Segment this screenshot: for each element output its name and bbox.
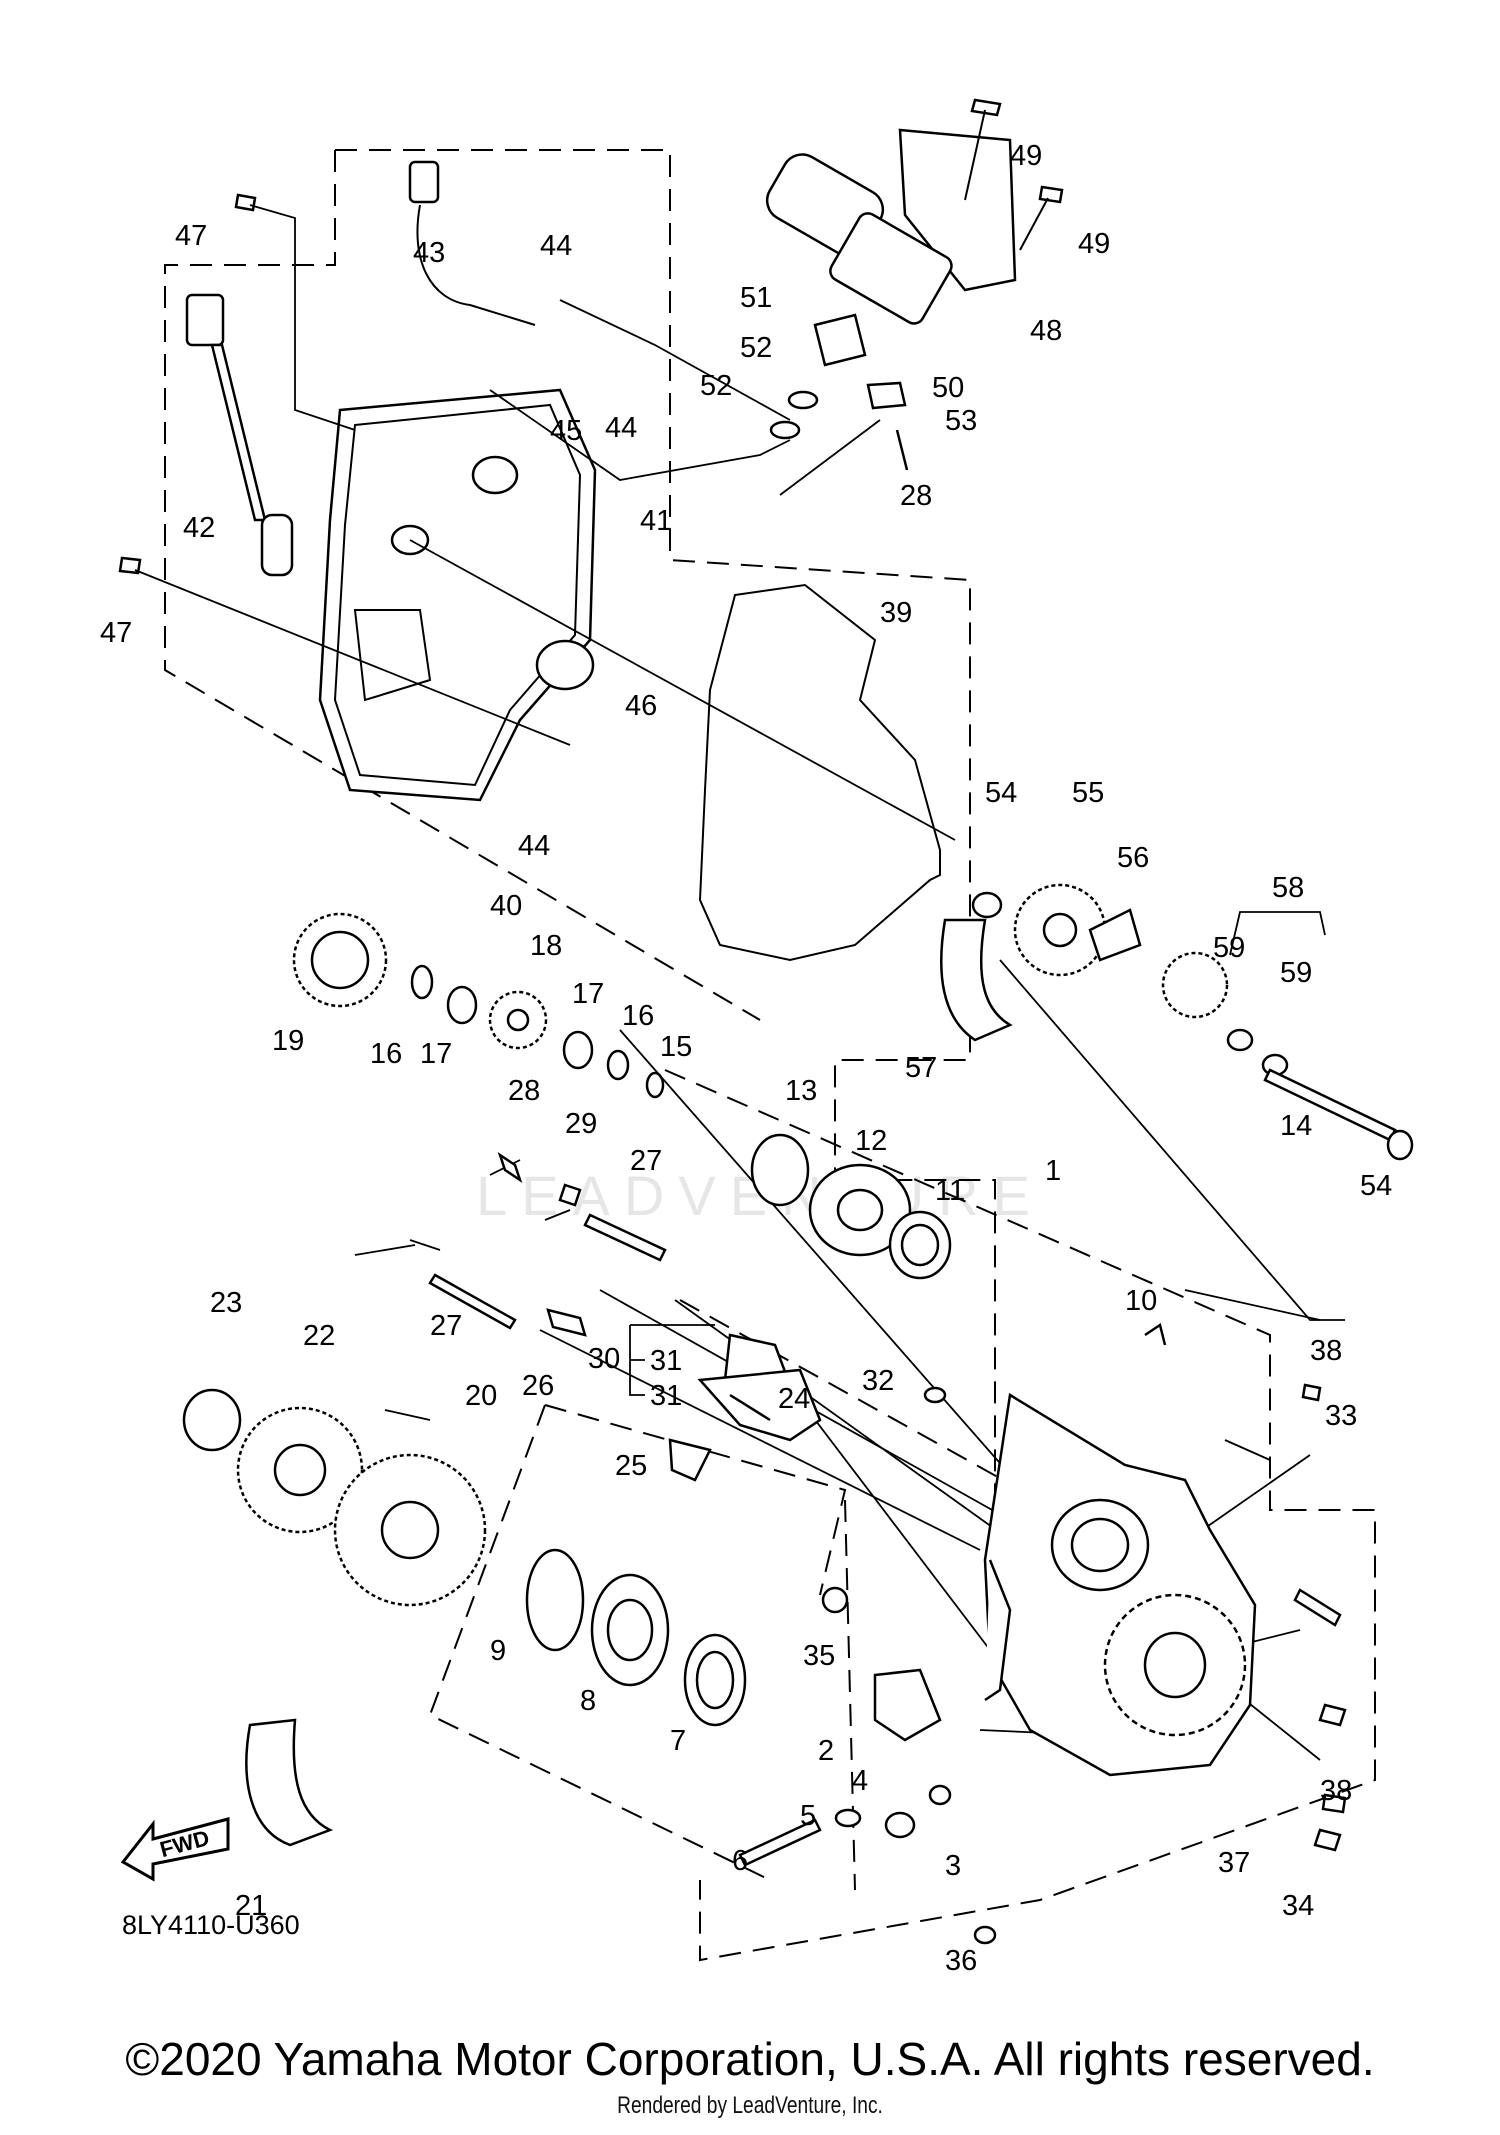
callout-9: 9 [490, 1635, 506, 1667]
callout-56: 56 [1117, 842, 1149, 874]
callout-44-c: 44 [518, 830, 550, 862]
callout-31-a: 31 [650, 1345, 682, 1377]
callout-35: 35 [803, 1640, 835, 1672]
callout-50: 50 [932, 372, 964, 404]
callout-53: 53 [945, 405, 977, 437]
callout-52-a: 52 [740, 332, 772, 364]
callout-32: 32 [862, 1365, 894, 1397]
callout-47-a: 47 [175, 220, 207, 252]
callout-20: 20 [465, 1380, 497, 1412]
callout-22: 22 [303, 1320, 335, 1352]
callout-4: 4 [852, 1765, 868, 1797]
callout-28-a: 28 [508, 1075, 540, 1107]
callout-28-b: 28 [900, 480, 932, 512]
callout-54-b: 54 [1360, 1170, 1392, 1202]
right-crankcase [873, 1392, 1257, 1777]
drive-chains [245, 918, 1013, 1847]
callout-43: 43 [413, 237, 445, 269]
callout-14: 14 [1280, 1110, 1312, 1142]
callout-46: 46 [625, 690, 657, 722]
callout-47-b: 47 [100, 617, 132, 649]
callout-1: 1 [1045, 1155, 1061, 1187]
callout-10: 10 [1125, 1285, 1157, 1317]
callout-29: 29 [565, 1108, 597, 1140]
callout-52-b: 52 [700, 370, 732, 402]
callout-23: 23 [210, 1287, 242, 1319]
callout-44-a: 44 [540, 230, 572, 262]
callout-49-a: 49 [1010, 140, 1042, 172]
callout-51: 51 [740, 282, 772, 314]
callout-27-b: 27 [630, 1145, 662, 1177]
callout-59-a: 59 [1213, 932, 1245, 964]
callout-11: 11 [935, 1175, 965, 1207]
callout-39: 39 [880, 597, 912, 629]
callout-labels: 1 2 3 4 5 6 7 8 9 10 11 12 13 14 15 16 1… [100, 140, 1392, 1977]
callout-16-b: 16 [622, 1000, 654, 1032]
callout-48: 48 [1030, 315, 1062, 347]
callout-25: 25 [615, 1450, 647, 1482]
callout-41: 41 [640, 505, 672, 537]
callout-12: 12 [855, 1125, 887, 1157]
callout-31-b: 31 [650, 1380, 682, 1412]
callout-17-b: 17 [572, 978, 604, 1010]
callout-42: 42 [183, 512, 215, 544]
callout-57: 57 [905, 1052, 937, 1084]
callout-19: 19 [272, 1025, 304, 1057]
cover-gasket [698, 583, 941, 962]
callout-15: 15 [660, 1031, 692, 1063]
shift-motor-assembly [765, 128, 1017, 471]
callout-37: 37 [1218, 1847, 1250, 1879]
callout-49-b: 49 [1078, 228, 1110, 260]
gears-and-shafts [182, 883, 1414, 1727]
callout-6: 6 [732, 1845, 748, 1877]
callout-45: 45 [550, 415, 582, 447]
callout-26: 26 [522, 1370, 554, 1402]
callout-55: 55 [1072, 777, 1104, 809]
callout-38-a: 38 [1310, 1335, 1342, 1367]
fwd-arrow-icon: FWD [120, 1817, 230, 1882]
callout-3: 3 [945, 1850, 961, 1882]
callout-30: 30 [588, 1343, 620, 1375]
callout-44-b: 44 [605, 412, 637, 444]
callout-21: 21 [235, 1890, 267, 1922]
callout-17-a: 17 [420, 1038, 452, 1070]
callout-36: 36 [945, 1945, 977, 1977]
callout-18: 18 [530, 930, 562, 962]
callout-33: 33 [1325, 1400, 1357, 1432]
callout-34: 34 [1282, 1890, 1314, 1922]
wiring [185, 160, 536, 577]
copyright-notice: ©2020 Yamaha Motor Corporation, U.S.A. A… [125, 2033, 1375, 2085]
callout-24: 24 [778, 1383, 810, 1415]
callout-58: 58 [1272, 872, 1304, 904]
callout-7: 7 [670, 1725, 686, 1757]
rendered-by-credit: Rendered by LeadVenture, Inc. [617, 2092, 883, 2119]
diagram-code: 8LY4110-U360 [122, 1910, 300, 1940]
bolts-lower [738, 1322, 1347, 1945]
callout-2: 2 [818, 1735, 834, 1767]
bolts-upper [118, 98, 1064, 575]
callout-13: 13 [785, 1075, 817, 1107]
callout-5: 5 [800, 1800, 816, 1832]
callout-54-a: 54 [985, 777, 1017, 809]
callout-27-a: 27 [430, 1310, 462, 1342]
callout-8: 8 [580, 1685, 596, 1717]
callout-38-b: 38 [1320, 1775, 1352, 1807]
callout-brackets [629, 911, 1326, 1396]
callout-40: 40 [490, 890, 522, 922]
callout-59-b: 59 [1280, 957, 1312, 989]
callout-16-a: 16 [370, 1038, 402, 1070]
